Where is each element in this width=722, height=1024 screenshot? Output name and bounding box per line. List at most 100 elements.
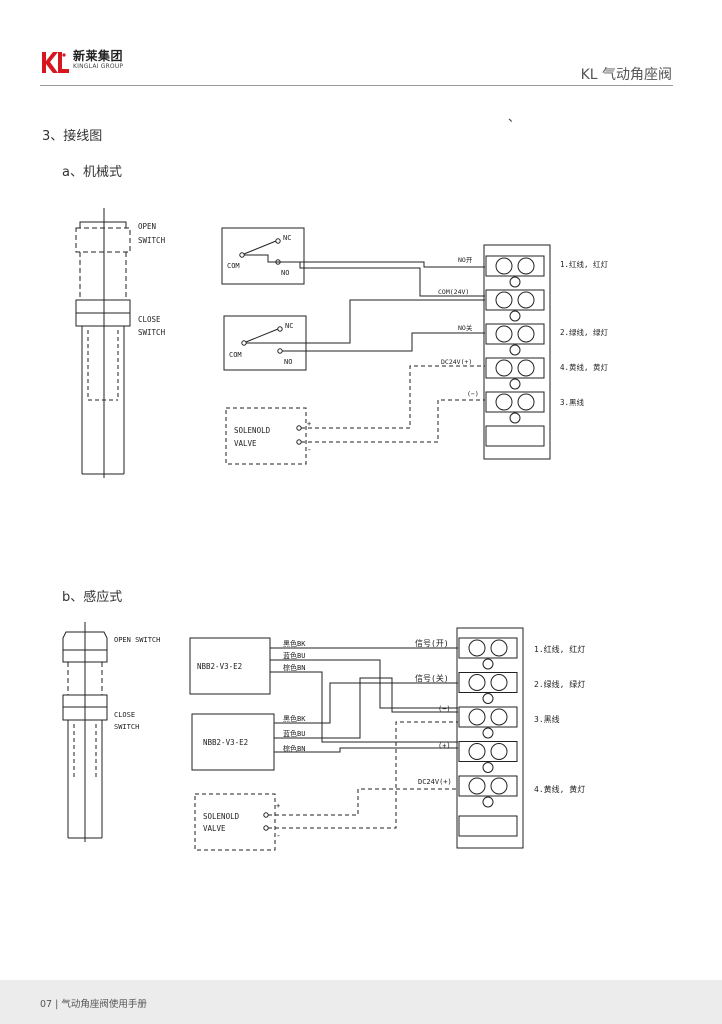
sensor-close-name: NBB2-V3-E2 [203, 738, 248, 747]
a-terminal-row [485, 289, 545, 311]
wire-label-b-2: (−) [438, 705, 451, 713]
a-terminal-link [509, 344, 521, 356]
sensor1-wire-bk: 黑色BK [283, 639, 306, 648]
document-title: KL 气动角座阀 [580, 67, 672, 83]
switch1-nc-label: NC [283, 234, 291, 242]
switch2-com-label: COM [229, 351, 242, 359]
terminal-label-a-1: 2.绿线, 绿灯 [560, 327, 609, 337]
wire-label-a-3: DC24V(+) [441, 358, 472, 366]
wires-b [268, 647, 458, 829]
terminal-label-a-0: 1.红线, 红灯 [560, 259, 609, 269]
sensor2-wire-bn: 棕色BN [283, 744, 305, 753]
solenoid-b-minus: - [276, 831, 281, 840]
limit-switch-open [221, 227, 305, 285]
terminal-label-b-2: 3.黑线 [534, 714, 560, 724]
a-terminal-link [509, 310, 521, 322]
b-terminal-screw [490, 743, 508, 760]
sensor2-wire-bk: 黑色BK [283, 714, 306, 723]
solenoid-a-minus: - [307, 445, 312, 454]
terminal-block-b [456, 627, 524, 849]
logo-english-name: KINGLAI GROUP [73, 63, 124, 70]
solenoid-a-plus: + [307, 420, 311, 428]
close-switch-label-a2: SWITCH [138, 328, 166, 337]
a-terminal-screw [517, 393, 535, 411]
a-terminal-link [509, 378, 521, 390]
header-rule [40, 85, 673, 86]
wire-label-b-4: DC24V(+) [418, 778, 452, 786]
close-switch-label-b1: CLOSE [114, 711, 135, 719]
sensor-open [189, 637, 271, 695]
solenoid-valve-b [194, 793, 276, 851]
open-switch-label-b: OPEN SWITCH [114, 636, 160, 644]
close-switch-label-b2: SWITCH [114, 723, 139, 731]
b-terminal-link [482, 658, 494, 670]
switch2-nc-label: NC [285, 322, 293, 330]
sensor-close [191, 713, 275, 771]
a-terminal-screw [495, 359, 513, 377]
wire-label-a-0: NO开 [458, 256, 473, 264]
terminal-label-b-3: 4.黄线, 黄灯 [534, 784, 585, 794]
b-terminal-row [458, 775, 518, 797]
solenoid-label-a1: SOLENOLD [234, 426, 271, 435]
wire-label-a-2: NO关 [458, 323, 473, 332]
page-header: 新莱集团 KINGLAI GROUP KL 气动角座阀 [0, 0, 722, 90]
sensor1-wire-bn: 棕色BN [283, 663, 305, 672]
sensor2-wire-bu: 蓝色BU [283, 729, 305, 738]
b-terminal-screw [490, 639, 508, 657]
b-terminal-row [458, 706, 518, 728]
wire-label-b-3: (+) [438, 742, 451, 750]
sensor1-wire-bu: 蓝色BU [283, 651, 305, 660]
a-terminal-screw [517, 257, 535, 275]
sensor-open-name: NBB2-V3-E2 [197, 662, 242, 671]
b-terminal-link [482, 796, 494, 808]
terminal-label-b-1: 2.绿线, 绿灯 [534, 679, 585, 689]
solenoid-label-a2: VALVE [234, 439, 257, 448]
a-terminal-link [509, 276, 521, 288]
a-terminal-row [485, 391, 545, 413]
b-terminal-row [458, 672, 518, 693]
terminal-label-a-2: 4.黄线, 黄灯 [560, 362, 609, 372]
wire-label-b-1: 信号(关) [415, 673, 449, 683]
solenoid-b-plus: + [276, 802, 280, 810]
b-terminal-screw [490, 708, 508, 726]
solenoid-label-b2: VALVE [203, 824, 226, 833]
wires-a [244, 254, 485, 443]
b-terminal-screw [468, 639, 486, 657]
b-terminal-screw [468, 743, 486, 760]
a-terminal-row [485, 323, 545, 345]
wire-label-a-1: COM(24V) [438, 288, 469, 296]
actuator-drawing-a [75, 208, 131, 478]
b-terminal-screw [468, 777, 486, 795]
wire-label-a-4: (−) [467, 390, 479, 398]
company-logo: 新莱集团 KINGLAI GROUP [40, 50, 123, 76]
b-terminal-link [482, 727, 494, 739]
a-terminal-link [509, 412, 521, 424]
b-terminal-row [458, 741, 518, 762]
footer-page-info: 07 | 气动角座阀使用手册 [40, 999, 147, 1010]
b-terminal-link [482, 693, 494, 704]
a-terminal-row [485, 357, 545, 379]
a-terminal-screw [517, 359, 535, 377]
solenoid-label-b1: SOLENOLD [203, 812, 240, 821]
terminal-label-b-0: 1.红线, 红灯 [534, 644, 585, 654]
a-terminal-screw [495, 291, 513, 309]
b-terminal-screw [490, 674, 508, 691]
section-title-wiring: 3、接线图 [42, 129, 103, 144]
wire-label-b-0: 信号(开) [415, 638, 449, 648]
a-terminal-screw [495, 325, 513, 343]
kl-logo-mark [42, 52, 69, 73]
open-switch-label-a2: SWITCH [138, 236, 166, 245]
switch1-no-label: NO [281, 269, 289, 277]
open-switch-label-a1: OPEN [138, 222, 156, 231]
a-terminal-row [485, 255, 545, 277]
a-terminal-screw [517, 325, 535, 343]
b-terminal-screw [468, 674, 486, 691]
a-terminal-screw [495, 257, 513, 275]
section-title-mechanical: a、机械式 [62, 165, 122, 180]
section-title-inductive: b、感应式 [62, 590, 123, 605]
b-terminal-screw [490, 777, 508, 795]
terminal-block-a [483, 244, 551, 460]
switch2-no-label: NO [284, 358, 292, 366]
stray-mark: 、 [508, 110, 521, 124]
